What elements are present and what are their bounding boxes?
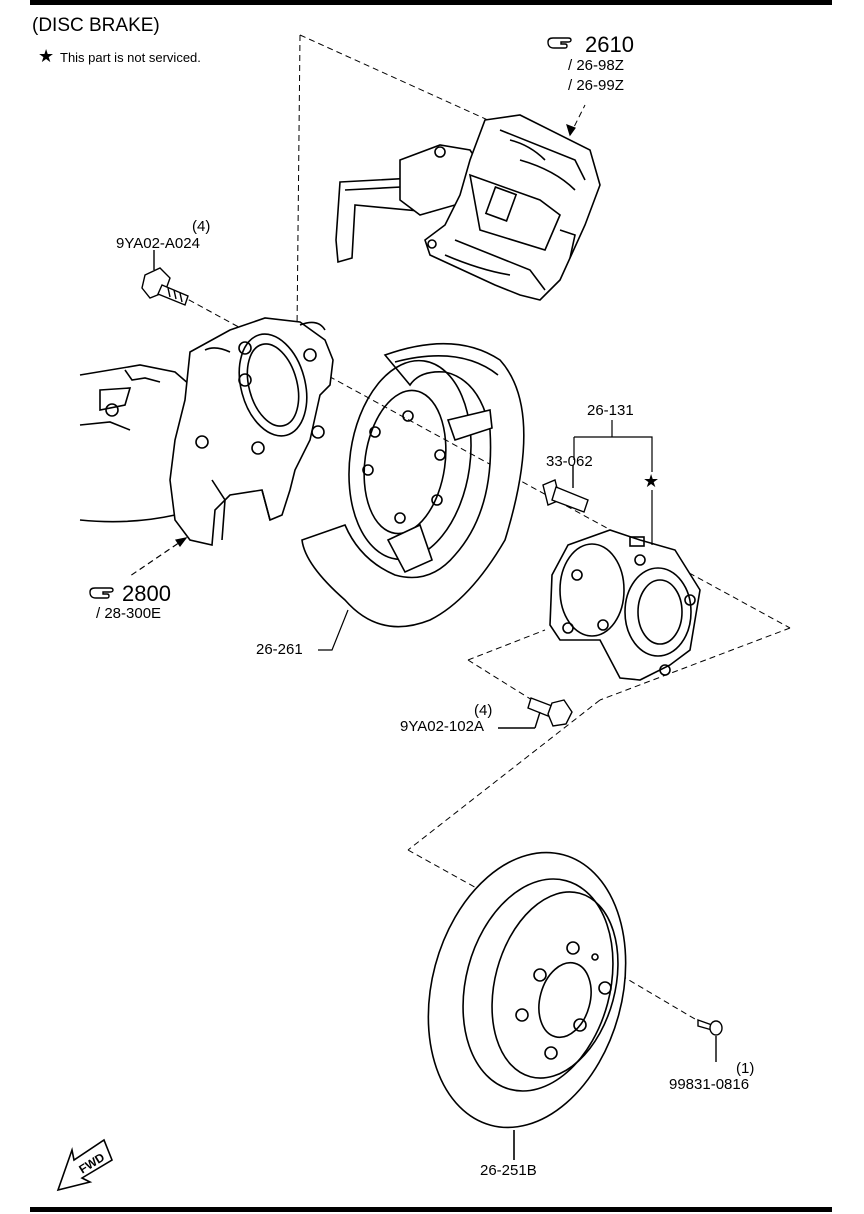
not-serviced-note: This part is not serviced. — [60, 50, 201, 65]
screw-part-number[interactable]: 99831-0816 — [669, 1076, 750, 1093]
brake-rotor — [427, 851, 627, 1160]
bolt-9ya02-a024 — [141, 250, 189, 306]
pointing-hand-icon — [547, 37, 572, 49]
not-serviced-star-icon: ★ — [643, 471, 660, 491]
caliper-subref-2[interactable]: / 26-99Z — [568, 77, 624, 94]
fwd-arrow-icon: FWD — [56, 1138, 113, 1192]
bolt-lower-part-number[interactable]: 9YA02-102A — [400, 718, 484, 735]
caliper-ref[interactable]: 2610 — [585, 32, 634, 57]
bolt-9ya02-102a — [498, 697, 573, 729]
screw-qty: (1) — [736, 1060, 755, 1077]
leader-lines — [129, 124, 653, 651]
pointing-hand-icon — [89, 587, 114, 599]
caliper-subref-1[interactable]: / 26-98Z — [568, 57, 624, 74]
bolt-upper-qty: (4) — [192, 218, 211, 235]
knuckle-subref[interactable]: / 28-300E — [96, 605, 162, 622]
brake-caliper — [335, 114, 601, 301]
hub-bolt-part-number[interactable]: 33-062 — [546, 453, 593, 470]
rotor-screw — [697, 1019, 723, 1062]
hub-part-number[interactable]: 26-131 — [587, 402, 634, 419]
dust-shield — [301, 342, 525, 628]
top-rule — [30, 0, 832, 5]
knuckle-ref[interactable]: 2800 — [122, 581, 171, 606]
bolt-upper-part-number[interactable]: 9YA02-A024 — [116, 235, 200, 252]
bolt-lower-qty: (4) — [474, 702, 493, 719]
rotor-part-number[interactable]: 26-251B — [480, 1162, 537, 1179]
bottom-rule — [30, 1207, 832, 1212]
star-icon: ★ — [38, 46, 55, 66]
dust-shield-part-number[interactable]: 26-261 — [256, 641, 303, 658]
wheel-hub — [549, 529, 701, 681]
hub-bolt — [542, 465, 589, 513]
steering-knuckle — [79, 317, 334, 546]
diagram-title: (DISC BRAKE) — [32, 15, 160, 36]
